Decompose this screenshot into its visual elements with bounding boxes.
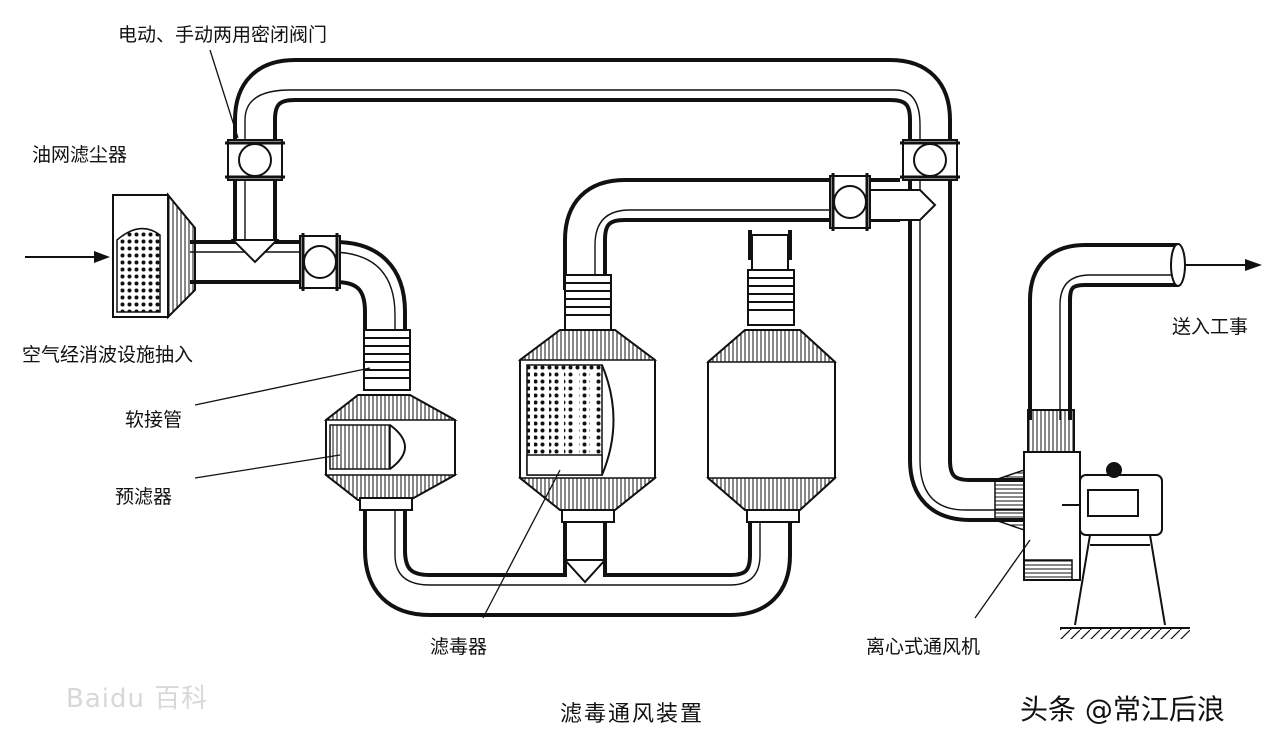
- label-soft-joint: 软接管: [125, 409, 183, 431]
- label-air-inlet: 空气经消波设施抽入: [22, 344, 194, 366]
- faded-watermark: Baidu 百科: [66, 684, 209, 714]
- centrifugal-fan: [994, 409, 1190, 639]
- soft-joint-right: [747, 269, 795, 326]
- soft-joint-center: [564, 274, 612, 331]
- valve-center: [829, 173, 937, 231]
- label-oil-net-filter: 油网滤尘器: [32, 144, 128, 166]
- oil-net-dust-filter: [112, 192, 196, 320]
- valve-top-right: [900, 139, 960, 181]
- label-centrifugal-fan: 离心式通风机: [866, 636, 981, 658]
- soft-joint-prefilter: [363, 329, 411, 391]
- watermark: 头条 @常江后浪: [1020, 693, 1225, 726]
- diagram-caption: 滤毒通风装置: [560, 702, 705, 727]
- tee-right: [751, 234, 789, 271]
- toxin-filter-right: [705, 329, 837, 523]
- tee-joint: [230, 239, 280, 264]
- valve-top-left: [225, 139, 285, 181]
- center-bottom-tip: [562, 559, 608, 584]
- label-outlet: 送入工事: [1172, 316, 1249, 338]
- outlet-arrow: [1185, 259, 1262, 271]
- prefilter: [323, 394, 458, 511]
- label-prefilter: 预滤器: [115, 486, 173, 508]
- leader-lines: [194, 49, 1031, 619]
- valve-main: [299, 233, 341, 291]
- label-toxin-filter: 滤毒器: [430, 636, 488, 658]
- inlet-arrow: [25, 251, 110, 263]
- label-valve: 电动、手动两用密闭阀门: [118, 24, 328, 46]
- toxin-filter-center: [517, 329, 658, 523]
